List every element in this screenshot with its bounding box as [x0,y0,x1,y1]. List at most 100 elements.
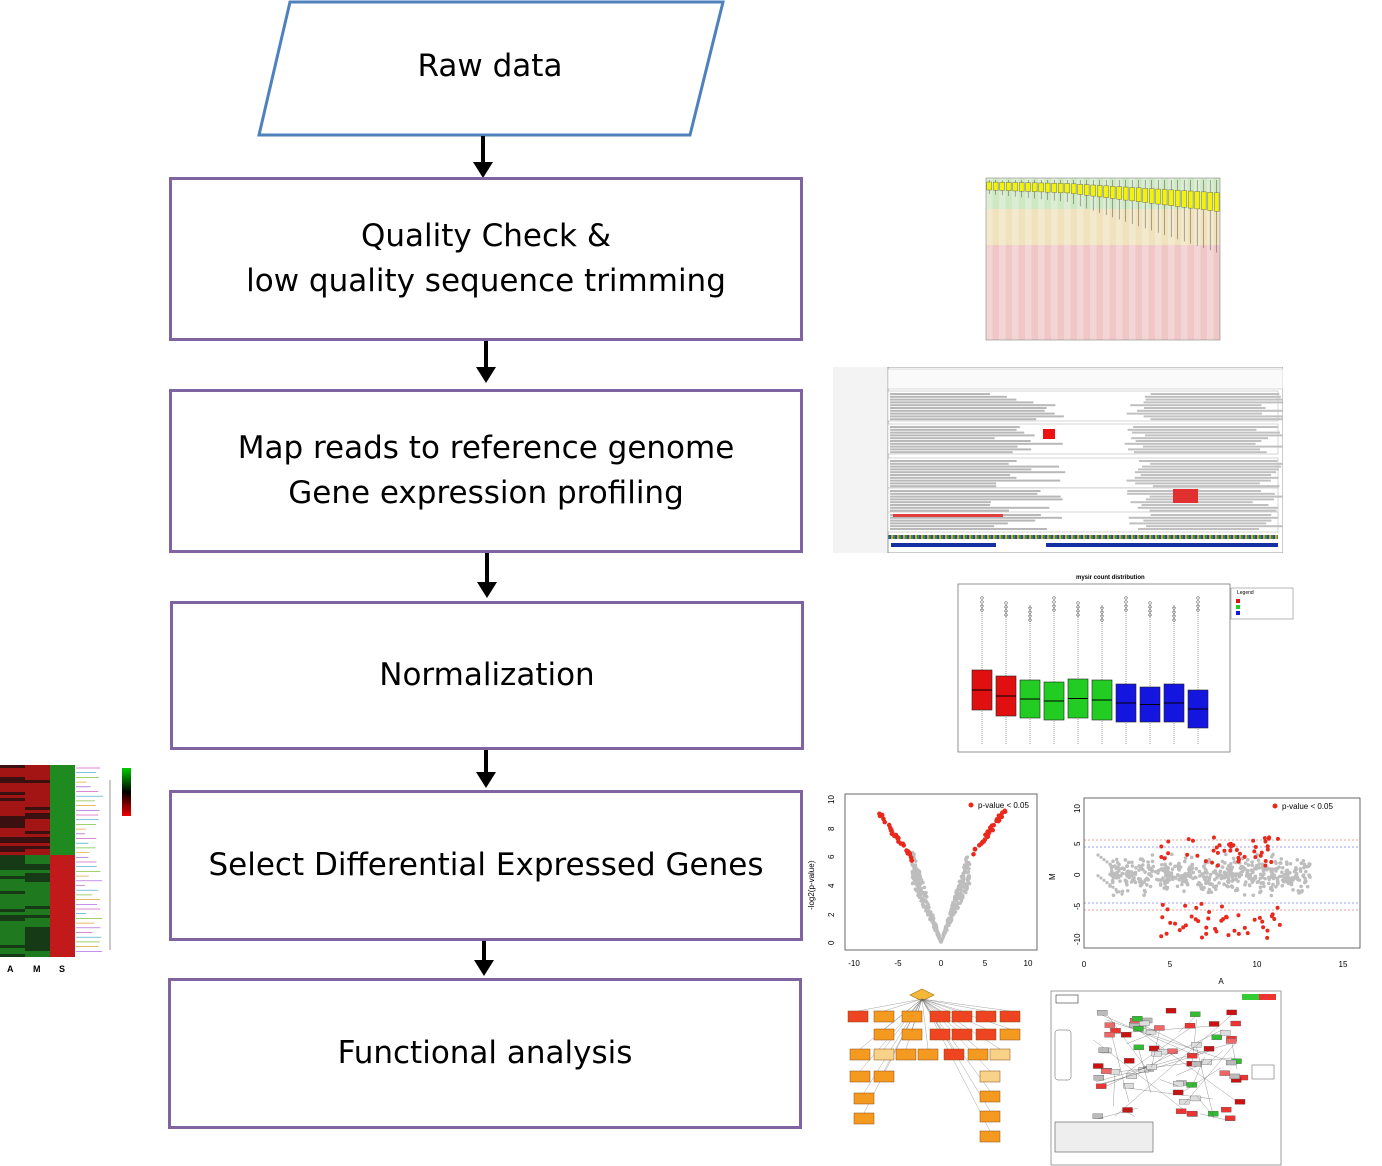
ma-point [1143,878,1148,882]
volcano-point [964,883,969,887]
ma-point [1247,876,1251,881]
qc-box [1110,186,1116,199]
heatmap-cell [0,849,25,852]
ma-point [1170,852,1174,857]
heatmap-cell [0,846,25,849]
ma-sig-point [1269,914,1274,919]
ma-point [1230,879,1235,883]
gb-read [890,509,1010,512]
go-node [901,1028,923,1041]
gb-read [1150,514,1272,516]
norm-outlier [1052,608,1056,612]
ma-sig-point [1166,839,1171,844]
ma-point [1118,879,1122,883]
heatmap-cell [0,834,25,837]
gb-read [1141,504,1269,506]
ma-point [1266,875,1271,880]
ma-point [1275,878,1280,883]
ma-point [1279,857,1284,861]
norm-outlier [980,596,984,600]
qc-box [1019,182,1025,192]
ma-sig-point [1159,844,1164,849]
svg-text:10: 10 [1253,960,1262,969]
heatmap-cell [25,936,50,939]
kegg-edge [1196,1047,1214,1118]
ma-point [1222,875,1226,880]
volcano-point [949,909,953,914]
heatmap-cell [50,837,75,840]
norm-outlier [1052,600,1056,604]
ma-point [1238,866,1243,870]
ma-point [1250,863,1254,868]
ma-point [1124,879,1129,884]
heatmap-cell [25,897,50,900]
heatmap-cell [25,921,50,924]
kegg-pathway-thumbnail [1050,990,1282,1166]
ma-point [1303,876,1307,881]
ma-point [1275,882,1280,886]
volcano-point [948,920,953,924]
norm-outlier [980,600,984,604]
gb-read [890,434,1035,437]
heatmap-cell [25,783,50,786]
ma-sig-point [1265,844,1270,849]
ma-point [1126,860,1131,865]
qc-stripe [1155,178,1162,340]
ma-point [1246,857,1250,862]
ma-point [1143,870,1147,874]
volcano-sig-point [909,858,915,863]
arrow-3 [477,553,497,598]
ma-sig-point [1207,909,1212,914]
volcano-point [966,880,970,885]
heatmap-cell [50,891,75,894]
ma-point [1301,873,1306,877]
ma-point [1266,866,1271,871]
qc-box [1155,188,1161,205]
ma-sig-point [1219,904,1224,909]
heatmap-cell [0,816,25,819]
ma-point [1138,857,1143,862]
go-network-thumbnail [847,988,1021,1143]
gb-read [1130,404,1262,407]
norm-outlier [1100,614,1104,618]
volcano-point [964,865,969,869]
ma-sig-point [1199,901,1204,906]
ma-point [1137,868,1141,872]
gb-read [1135,482,1260,485]
heatmap-cell [50,942,75,945]
heatmap-cell [50,882,75,885]
volcano-point [910,862,915,867]
kegg-edge [1176,1066,1197,1076]
heatmap-cell [0,798,25,801]
heatmap-cell [50,777,75,780]
ma-point [1184,878,1189,883]
ma-point [1231,856,1236,861]
gb-read [1126,479,1271,482]
heatmap-cell [0,876,25,879]
heatmap-cell [50,792,75,795]
ma-point [1280,878,1285,882]
ma-point [1187,867,1191,871]
ma-point [1149,874,1154,878]
ma-point [1295,877,1300,882]
heatmap-cell [50,924,75,927]
ma-point [1275,876,1280,880]
qc-box [1116,186,1122,200]
kegg-gene [1172,1089,1184,1096]
norm-outlier [1076,605,1080,609]
ma-point [1156,871,1160,875]
ma-point [1254,863,1259,868]
kegg-edge [1101,1029,1224,1089]
volcano-point [916,886,920,891]
kegg-edge [1159,1079,1179,1087]
qc-box [1123,186,1129,201]
volcano-legend: p-value < 0.05 [978,801,1029,810]
ma-point [1096,853,1100,857]
ma-point [1162,879,1167,884]
ma-point [1125,883,1129,887]
qc-box [1064,183,1070,194]
ma-point [1286,876,1290,880]
volcano-sig-point [981,839,986,844]
norm-outlier [1028,618,1032,622]
volcano-point [967,874,972,878]
